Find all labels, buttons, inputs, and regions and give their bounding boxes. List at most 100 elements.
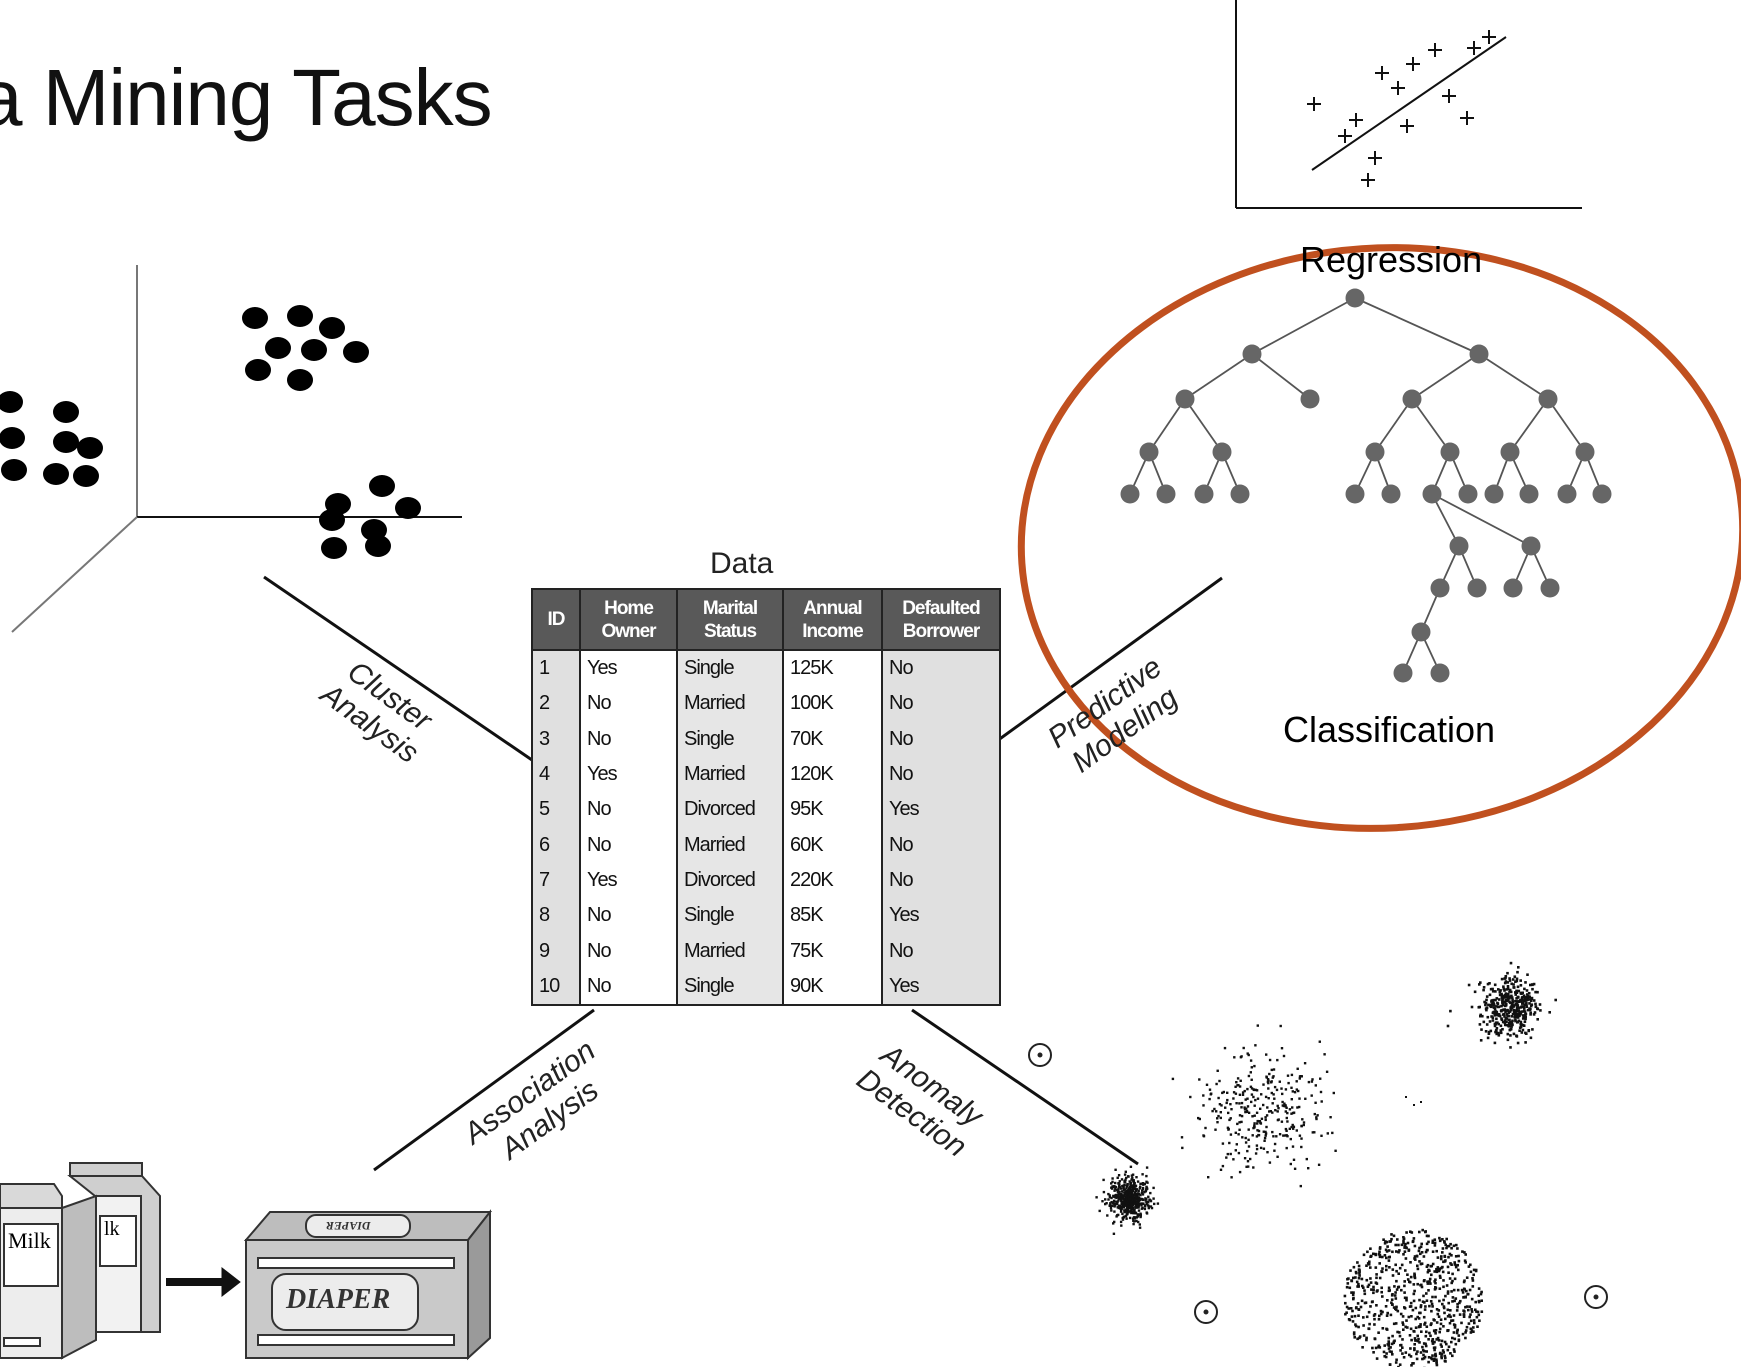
scatter-point	[1438, 1268, 1441, 1271]
scatter-point	[1264, 1118, 1267, 1122]
cluster-dot	[343, 341, 369, 363]
scatter-point	[1454, 1265, 1458, 1269]
scatter-point	[1122, 1216, 1125, 1219]
scatter-point	[1369, 1247, 1372, 1250]
scatter-point	[1391, 1274, 1395, 1277]
scatter-point	[1431, 1305, 1434, 1308]
scatter-point	[1481, 1014, 1484, 1018]
scatter-point	[1497, 1005, 1500, 1009]
scatter-point	[1419, 1325, 1422, 1328]
scatter-point	[1129, 1195, 1132, 1198]
diaper-box	[243, 1209, 493, 1361]
scatter-point	[1345, 1285, 1349, 1289]
tree-node	[1345, 288, 1365, 308]
scatter-point	[1240, 1120, 1243, 1124]
scatter-point	[1392, 1234, 1396, 1238]
scatter-point	[1108, 1204, 1112, 1207]
scatter-point	[1504, 975, 1508, 978]
scatter-point	[1369, 1305, 1372, 1308]
scatter-point	[1347, 1277, 1350, 1280]
scatter-point	[1520, 1031, 1524, 1034]
scatter-point	[1293, 1167, 1297, 1170]
scatter-point	[1508, 1028, 1512, 1032]
scatter-point	[1143, 1182, 1146, 1186]
scatter-point	[1354, 1323, 1357, 1326]
scatter-point	[1387, 1259, 1391, 1262]
scatter-point	[1263, 1136, 1267, 1140]
scatter-point	[1256, 1129, 1259, 1132]
scatter-point	[1469, 1331, 1473, 1334]
scatter-point	[1515, 1034, 1518, 1037]
scatter-point	[1135, 1188, 1138, 1191]
scatter-point	[1222, 1090, 1225, 1094]
scatter-point	[1379, 1312, 1383, 1316]
scatter-point	[1499, 1029, 1503, 1032]
scatter-point	[1433, 1238, 1437, 1241]
scatter-point	[1351, 1293, 1355, 1296]
scatter-point	[1430, 1302, 1434, 1306]
scatter-point	[1145, 1174, 1148, 1178]
scatter-point	[1450, 1281, 1453, 1285]
scatter-point	[1525, 1032, 1528, 1035]
tree-node	[1139, 442, 1159, 462]
scatter-point	[1495, 1027, 1499, 1030]
scatter-point	[1444, 1259, 1447, 1262]
scatter-point	[1112, 1185, 1116, 1188]
scatter-point	[1300, 1075, 1303, 1078]
tree-node	[1519, 484, 1539, 504]
scatter-point	[1506, 998, 1510, 1002]
scatter-point	[1426, 1282, 1430, 1285]
scatter-point	[1255, 1144, 1259, 1147]
scatter-point	[1215, 1110, 1218, 1113]
scatter-point	[1119, 1207, 1122, 1210]
cluster-dot	[0, 391, 23, 413]
scatter-point	[1247, 1111, 1251, 1114]
scatter-point	[1457, 1259, 1461, 1263]
scatter-point	[1249, 1071, 1252, 1074]
scatter-point	[1514, 1002, 1518, 1006]
scatter-point	[1419, 1245, 1423, 1249]
scatter-point	[1435, 1338, 1438, 1341]
scatter-point	[1378, 1314, 1381, 1318]
scatter-point	[1284, 1104, 1287, 1107]
scatter-point	[1506, 985, 1510, 988]
table-cell: Yes	[881, 968, 1001, 1005]
scatter-point	[1515, 1008, 1519, 1012]
table-cell: No	[579, 686, 678, 722]
scatter-point	[1439, 1318, 1443, 1321]
scatter-point	[1491, 990, 1495, 993]
anomaly-connector	[911, 1008, 1139, 1166]
scatter-point	[1117, 1205, 1121, 1209]
scatter-point	[1210, 1092, 1213, 1095]
scatter-point	[1141, 1173, 1144, 1176]
scatter-point	[1369, 1281, 1373, 1284]
scatter-point	[1122, 1184, 1125, 1187]
scatter-point	[1524, 1002, 1528, 1006]
scatter-point	[1442, 1325, 1445, 1328]
scatter-point	[1431, 1250, 1435, 1253]
scatter-point	[1298, 1105, 1301, 1109]
scatter-point	[1300, 1124, 1303, 1128]
scatter-point	[1262, 1083, 1265, 1086]
scatter-point	[1497, 1013, 1500, 1016]
scatter-point	[1252, 1088, 1255, 1091]
scatter-point	[1471, 1277, 1474, 1280]
scatter-point	[1476, 1310, 1480, 1314]
scatter-point	[1291, 1106, 1294, 1109]
scatter-point	[1412, 1237, 1416, 1240]
scatter-point	[1295, 1080, 1298, 1083]
scatter-point	[1426, 1280, 1429, 1283]
scatter-point	[1358, 1268, 1361, 1272]
diaper-lid-label: DIAPER	[326, 1219, 371, 1233]
scatter-point	[1519, 992, 1523, 995]
scatter-point	[1408, 1353, 1411, 1357]
scatter-point	[1138, 1226, 1142, 1229]
scatter-point	[1132, 1216, 1136, 1219]
scatter-point	[1395, 1279, 1398, 1283]
scatter-point	[1554, 998, 1557, 1002]
scatter-point	[1281, 1100, 1284, 1104]
scatter-point	[1418, 1230, 1421, 1234]
scatter-point	[1131, 1189, 1135, 1192]
scatter-point	[1145, 1166, 1149, 1169]
